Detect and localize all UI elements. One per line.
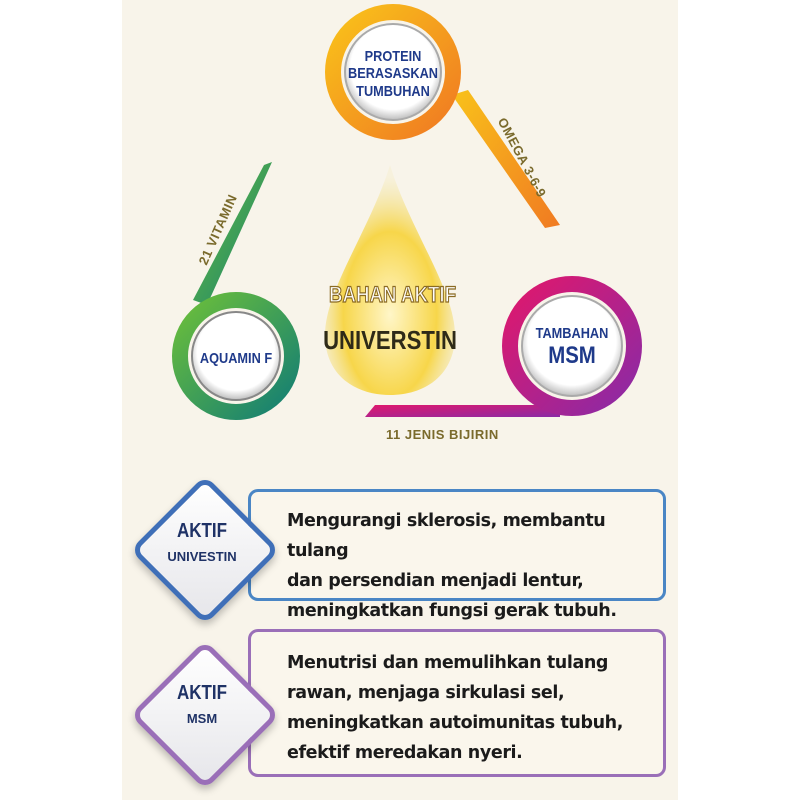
- badge-top: AKTIF: [176, 520, 228, 542]
- omega-tail: [452, 90, 560, 228]
- card-line: rawan, menjaga sirkulasi sel,: [287, 683, 565, 703]
- node-line: TAMBAHAN: [535, 325, 609, 342]
- center-title: BAHAN AKTIF: [328, 281, 457, 307]
- card-line: Menutrisi dan memulihkan tulang: [287, 653, 609, 673]
- node-line: MSM: [548, 342, 596, 370]
- oil-drop: [325, 165, 455, 395]
- card-line: Mengurangi sklerosis, membantu tulang: [287, 511, 606, 561]
- bijirin-label: 11 JENIS BIJIRIN: [386, 427, 499, 442]
- badge-bottom: UNIVESTIN: [167, 549, 237, 564]
- card-line: dan persendian menjadi lentur,: [287, 571, 584, 591]
- aquamin-ring: [172, 292, 300, 420]
- card-msm: Menutrisi dan memulihkan tulang rawan, m…: [248, 629, 666, 777]
- center-subtitle: UNIVERSTIN: [323, 325, 457, 355]
- vitamin-tail: [193, 162, 272, 305]
- node-line: TUMBUHAN: [356, 82, 430, 100]
- node-line: BERASASKAN: [348, 65, 438, 83]
- node-line: AQUAMIN F: [199, 350, 273, 367]
- node-protein-label: PROTEIN BERASASKAN TUMBUHAN: [342, 48, 444, 100]
- ingredient-diagram: [172, 4, 642, 420]
- badge-univestin-text: AKTIF UNIVESTIN: [147, 520, 257, 564]
- node-line: PROTEIN: [364, 48, 422, 65]
- card-line: meningkatkan autoimunitas tubuh,: [287, 713, 623, 733]
- msm-ring: [502, 276, 642, 416]
- protein-ring: [325, 4, 461, 140]
- card-univestin: Mengurangi sklerosis, membantu tulang da…: [248, 489, 666, 621]
- node-msm-label: TAMBAHAN MSM: [521, 325, 623, 370]
- card-line: efektif meredakan nyeri.: [287, 743, 523, 763]
- card-text: Mengurangi sklerosis, membantu tulang da…: [287, 506, 663, 626]
- badge-msm-text: AKTIF MSM: [147, 682, 257, 726]
- card-text: Menutrisi dan memulihkan tulang rawan, m…: [287, 648, 623, 768]
- bijirin-tail: [365, 405, 560, 417]
- node-aquamin-label: AQUAMIN F: [185, 350, 287, 367]
- badge-bottom: MSM: [186, 711, 218, 726]
- badge-top: AKTIF: [176, 682, 228, 704]
- card-line: meningkatkan fungsi gerak tubuh.: [287, 601, 617, 621]
